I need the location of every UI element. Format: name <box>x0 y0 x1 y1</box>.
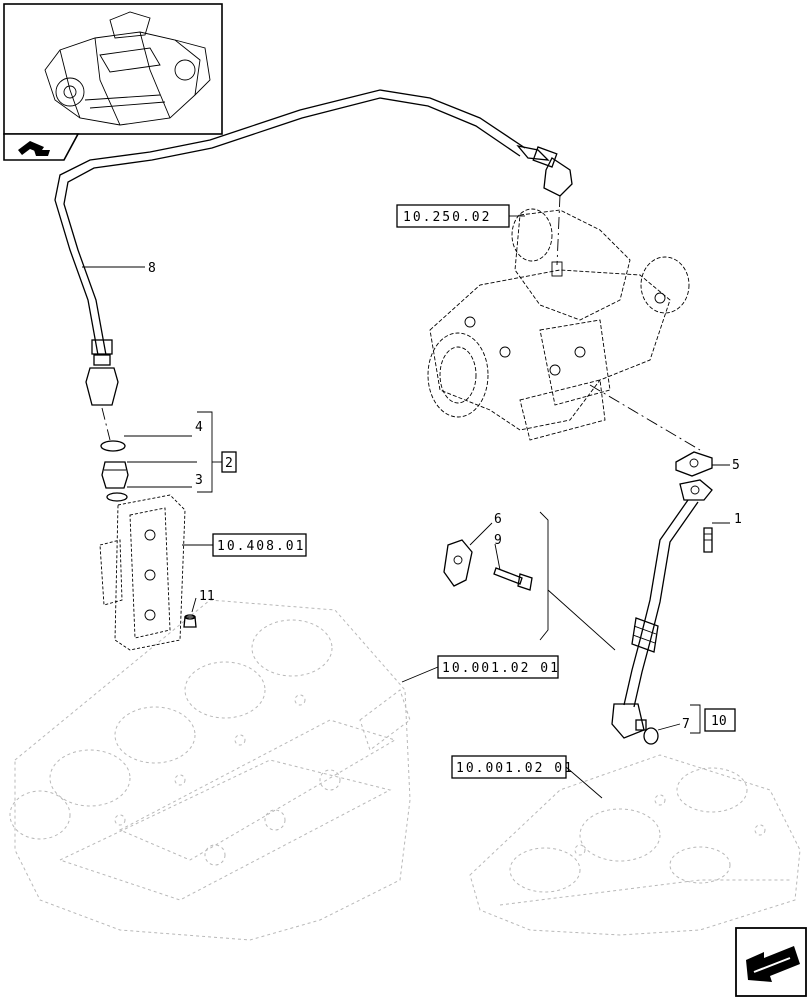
svg-text:1: 1 <box>734 512 742 527</box>
turbocharger <box>427 208 690 441</box>
engine-block-ghost-left <box>9 599 411 941</box>
bracket-6 <box>443 539 473 587</box>
ref-box-turbo[interactable]: 10.250.02 <box>396 204 525 228</box>
svg-text:7: 7 <box>682 717 690 732</box>
callout-7: 7 <box>657 717 690 732</box>
bracket-bracket <box>539 511 549 641</box>
leader-10-path <box>547 589 616 651</box>
callout-4: 4 <box>124 420 203 437</box>
engine-thumbnail-icon[interactable] <box>3 3 223 135</box>
callout-1: 1 <box>712 512 742 527</box>
oil-return-pipe <box>611 479 713 739</box>
turbo-outlet-axis <box>589 384 701 451</box>
seal-7 <box>643 727 659 745</box>
svg-text:9: 9 <box>494 533 502 548</box>
bolt-1 <box>703 527 713 553</box>
turbo-inlet-axis <box>556 194 561 266</box>
plug-11 <box>183 614 197 628</box>
callout-2-box[interactable] <box>221 451 237 473</box>
gasket-5 <box>675 451 713 477</box>
engine-block-ghost-right <box>469 754 801 936</box>
valve-housing <box>99 494 186 651</box>
callout-10: 10 <box>690 704 736 734</box>
ref-box-valve-housing[interactable]: 10.408.01 <box>182 533 307 557</box>
svg-text:6: 6 <box>494 512 502 527</box>
ref-label-engine-block-right: 10.001.02 01 <box>456 761 574 776</box>
callout-5: 5 <box>712 458 740 473</box>
callout-3: 3 <box>127 473 203 488</box>
book-tab-icon[interactable] <box>3 133 80 161</box>
callout-10-box[interactable] <box>704 708 736 732</box>
svg-text:4: 4 <box>195 420 203 435</box>
svg-text:10: 10 <box>711 714 727 729</box>
callout-9: 9 <box>494 533 502 571</box>
callout-8: 8 <box>82 261 156 276</box>
ref-box-engine-block-left[interactable]: 10.001.02 01 <box>401 655 560 683</box>
svg-text:2: 2 <box>225 456 233 471</box>
ref-box-engine-block-right[interactable]: 10.001.02 01 <box>451 755 603 799</box>
ref-label-turbo: 10.250.02 <box>403 210 491 225</box>
svg-text:11: 11 <box>199 589 215 604</box>
oil-feed-pipe <box>54 89 573 406</box>
callout-11: 11 <box>191 589 215 613</box>
svg-text:8: 8 <box>148 261 156 276</box>
bolt-9 <box>493 567 533 591</box>
callout-2-group: 2 <box>127 411 237 493</box>
lower-seal-and-adapter <box>100 407 129 502</box>
previous-page-arrow-icon[interactable] <box>735 927 807 997</box>
svg-text:3: 3 <box>195 473 203 488</box>
svg-text:5: 5 <box>732 458 740 473</box>
ref-label-valve-housing: 10.408.01 <box>217 539 305 554</box>
ref-label-engine-block-left: 10.001.02 01 <box>442 661 560 676</box>
callout-6: 6 <box>469 512 502 546</box>
